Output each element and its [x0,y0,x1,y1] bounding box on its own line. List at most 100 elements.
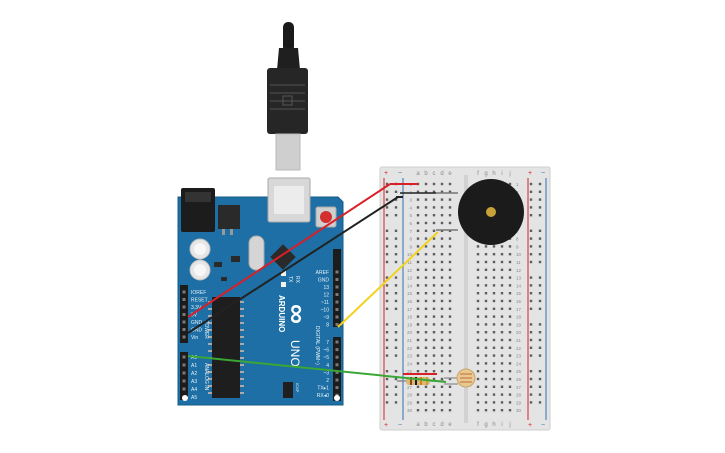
breadboard-hole[interactable] [448,190,452,193]
breadboard-hole[interactable] [440,268,444,271]
digital-pin[interactable] [335,363,339,367]
power-pin[interactable] [182,328,186,331]
breadboard-hole[interactable] [476,370,480,373]
breadboard-hole[interactable] [416,354,420,357]
breadboard-hole[interactable] [440,362,444,365]
rail-hole[interactable] [385,229,389,232]
rail-hole[interactable] [538,206,542,209]
breadboard-hole[interactable] [424,315,428,318]
breadboard-hole[interactable] [416,276,420,279]
breadboard-hole[interactable] [476,385,480,388]
breadboard-hole[interactable] [416,221,420,225]
breadboard-hole[interactable] [476,323,480,326]
breadboard-hole[interactable] [476,260,480,264]
breadboard-hole[interactable] [448,245,452,248]
breadboard-hole[interactable] [476,292,480,295]
rail-hole[interactable] [538,276,542,279]
breadboard-hole[interactable] [448,354,452,357]
breadboard-hole[interactable] [500,338,504,342]
rail-hole[interactable] [529,354,533,357]
breadboard-hole[interactable] [476,331,480,334]
breadboard-hole[interactable] [424,409,428,412]
breadboard-hole[interactable] [484,370,488,373]
breadboard-hole[interactable] [500,299,504,303]
breadboard-hole[interactable] [440,377,444,381]
breadboard-hole[interactable] [508,276,512,279]
breadboard-hole[interactable] [416,229,420,232]
breadboard-hole[interactable] [508,260,512,264]
breadboard-hole[interactable] [448,385,452,388]
rail-hole[interactable] [529,190,533,193]
breadboard-hole[interactable] [500,276,504,279]
breadboard-hole[interactable] [508,393,512,396]
rail-hole[interactable] [394,307,398,310]
breadboard-hole[interactable] [424,229,428,232]
rail-hole[interactable] [538,323,542,326]
breadboard-hole[interactable] [416,393,420,396]
rail-hole[interactable] [394,393,398,396]
breadboard-hole[interactable] [492,292,496,295]
breadboard-hole[interactable] [432,323,436,326]
breadboard-hole[interactable] [448,393,452,396]
breadboard-hole[interactable] [492,253,496,256]
breadboard-hole[interactable] [432,346,436,349]
rail-hole[interactable] [394,214,398,217]
rail-hole[interactable] [385,354,389,357]
breadboard-hole[interactable] [508,253,512,256]
breadboard-hole[interactable] [500,307,504,310]
breadboard-hole[interactable] [476,409,480,412]
breadboard-hole[interactable] [432,221,436,225]
rail-hole[interactable] [394,253,398,256]
digital-pin[interactable] [335,308,339,311]
breadboard-hole[interactable] [424,299,428,303]
breadboard-hole[interactable] [416,346,420,349]
breadboard-hole[interactable] [508,354,512,357]
breadboard-hole[interactable] [484,292,488,295]
breadboard-hole[interactable] [432,214,436,217]
breadboard-hole[interactable] [424,393,428,396]
breadboard-hole[interactable] [476,346,480,349]
breadboard-hole[interactable] [484,284,488,287]
breadboard-hole[interactable] [432,377,436,381]
rail-hole[interactable] [385,245,389,248]
breadboard-hole[interactable] [440,354,444,357]
breadboard-hole[interactable] [484,253,488,256]
breadboard-hole[interactable] [440,331,444,334]
wire-ground[interactable] [187,196,399,334]
breadboard-hole[interactable] [416,292,420,295]
breadboard-hole[interactable] [416,198,420,201]
breadboard-hole[interactable] [500,323,504,326]
power-pin[interactable] [182,320,186,324]
power-pin[interactable] [182,335,186,339]
breadboard-hole[interactable] [508,323,512,326]
breadboard-hole[interactable] [432,198,436,201]
breadboard-hole[interactable] [484,346,488,349]
breadboard-hole[interactable] [440,182,444,186]
breadboard-hole[interactable] [424,237,428,240]
rail-hole[interactable] [394,198,398,201]
breadboard-hole[interactable] [448,214,452,217]
rail-hole[interactable] [538,385,542,388]
breadboard-hole[interactable] [424,307,428,310]
rail-hole[interactable] [394,284,398,287]
rail-hole[interactable] [394,245,398,248]
breadboard-hole[interactable] [484,331,488,334]
rail-hole[interactable] [538,229,542,232]
power-pin[interactable] [182,305,186,309]
breadboard-hole[interactable] [492,299,496,303]
breadboard-hole[interactable] [424,260,428,264]
rail-hole[interactable] [394,260,398,264]
breadboard-hole[interactable] [500,315,504,318]
breadboard-hole[interactable] [448,315,452,318]
breadboard-hole[interactable] [424,206,428,209]
breadboard-hole[interactable] [432,354,436,357]
rail-hole[interactable] [529,214,533,217]
rail-hole[interactable] [385,214,389,217]
breadboard-hole[interactable] [432,284,436,287]
breadboard-hole[interactable] [484,245,488,248]
rail-hole[interactable] [538,190,542,193]
breadboard-hole[interactable] [440,292,444,295]
digital-pin[interactable] [335,285,339,289]
rail-hole[interactable] [385,401,389,404]
breadboard-hole[interactable] [432,268,436,271]
